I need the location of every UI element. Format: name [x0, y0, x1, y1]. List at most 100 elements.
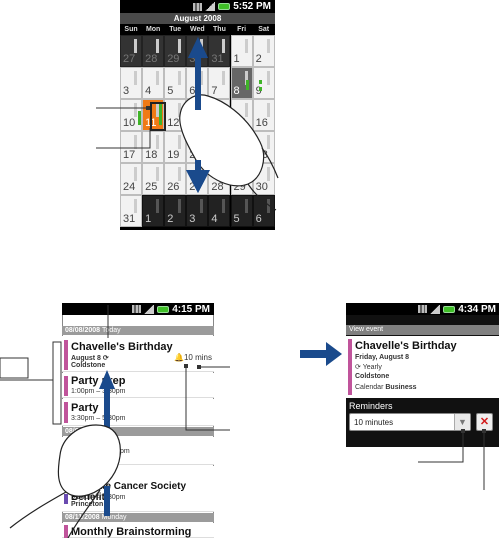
calendar-color-stripe: [64, 340, 68, 370]
reminder-indicator: 🔔10 mins: [174, 353, 212, 362]
event-time: 5:00pm – 6:30pm: [71, 494, 126, 501]
day-cell[interactable]: 28: [142, 35, 165, 67]
day-cell[interactable]: 4: [208, 195, 231, 227]
day-cell[interactable]: 27: [120, 35, 143, 67]
month-title: August 2008: [120, 13, 275, 24]
day-timeline-bar: [134, 39, 138, 53]
day-cell[interactable]: 5: [230, 195, 253, 227]
day-timeline-bar: [244, 39, 248, 53]
day-timeline-bar: [178, 199, 182, 213]
network-icon: [193, 2, 203, 11]
weekday-sat: Sat: [252, 24, 275, 35]
day-cell[interactable]: 4: [142, 67, 165, 99]
transition-arrow: [300, 342, 342, 366]
day-timeline-bar: [156, 103, 160, 117]
day-cell[interactable]: 6: [252, 195, 275, 227]
day-number: 28: [145, 53, 158, 65]
weekday-thu: Thu: [208, 24, 231, 35]
day-cell[interactable]: 7: [208, 67, 231, 99]
reminder-select[interactable]: 10 minutes ▼: [349, 413, 471, 431]
day-cell[interactable]: 5: [164, 67, 187, 99]
day-timeline-bar: [134, 103, 138, 117]
day-timeline-bar: [266, 39, 270, 53]
day-timeline-bar: [178, 167, 182, 181]
day-cell[interactable]: 31: [208, 35, 231, 67]
day-number: 27: [123, 53, 136, 65]
day-number: 4: [211, 213, 218, 225]
event-marker: [259, 80, 262, 84]
day-number: 1: [233, 53, 240, 65]
day-number: 30: [255, 181, 268, 193]
day-cell[interactable]: 24: [120, 163, 143, 195]
day-number: 7: [211, 85, 218, 97]
status-time: 4:34 PM: [458, 303, 496, 315]
event-marker: [159, 103, 162, 125]
day-number: 17: [123, 149, 136, 161]
day-number: 5: [167, 85, 174, 97]
day-cell[interactable]: 16: [252, 99, 275, 131]
day-timeline-bar: [178, 39, 182, 53]
battery-icon: [443, 305, 456, 313]
event-marker: [138, 111, 141, 125]
dropdown-arrow-icon[interactable]: ▼: [454, 414, 470, 430]
date-header: 08/11/2008 Monday: [62, 513, 214, 522]
event-date: Friday, August 8: [355, 354, 410, 361]
day-number: 16: [255, 117, 268, 129]
day-cell[interactable]: 17: [120, 131, 143, 163]
repeat-icon: ⟳: [102, 355, 109, 362]
day-cell[interactable]: 3: [186, 195, 209, 227]
day-number: 3: [189, 213, 196, 225]
day-number: 18: [145, 149, 158, 161]
day-number: 12: [167, 117, 180, 129]
day-cell[interactable]: 2: [252, 35, 275, 67]
day-number: 24: [123, 181, 136, 193]
day-timeline-bar: [200, 199, 204, 213]
day-timeline-bar: [134, 135, 138, 149]
day-timeline-bar: [134, 199, 138, 213]
day-cell[interactable]: 8: [230, 67, 253, 99]
day-cell[interactable]: 9: [252, 67, 275, 99]
day-timeline-bar: [178, 103, 182, 117]
day-number: 29: [167, 53, 180, 65]
day-cell[interactable]: 10: [120, 99, 143, 131]
day-cell[interactable]: 29: [164, 35, 187, 67]
status-bar: 5:52 PM: [120, 0, 275, 13]
list-item[interactable]: Monthly Brainstorming: [62, 523, 214, 538]
calendar-color-stripe: [64, 376, 68, 396]
day-cell[interactable]: 1: [230, 35, 253, 67]
calendar-color-stripe: [64, 402, 68, 423]
day-number: 6: [189, 85, 196, 97]
event-location: Princeton: [71, 501, 104, 508]
day-number: 10: [123, 117, 136, 129]
day-number: 26: [167, 181, 180, 193]
event-calendar: Calendar Business: [355, 384, 417, 391]
event-marker: [259, 87, 262, 91]
day-cell[interactable]: 2: [164, 195, 187, 227]
day-cell[interactable]: 26: [164, 163, 187, 195]
event-title: Monthly Brainstorming: [71, 526, 192, 538]
day-cell[interactable]: 25: [142, 163, 165, 195]
day-timeline-bar: [266, 135, 270, 149]
weekday-tue: Tue: [164, 24, 187, 35]
day-number: 1: [145, 213, 152, 225]
day-cell[interactable]: 18: [142, 131, 165, 163]
day-cell[interactable]: 1: [142, 195, 165, 227]
status-time: 5:52 PM: [233, 1, 271, 12]
day-timeline-bar: [244, 71, 248, 85]
list-item[interactable]: Chavelle's Birthday August 8 ⟳ Coldstone…: [62, 336, 214, 372]
day-number: 31: [211, 53, 224, 65]
day-timeline-bar: [266, 71, 270, 85]
day-cell[interactable]: 19: [164, 131, 187, 163]
event-location: Coldstone: [355, 373, 390, 380]
day-timeline-bar: [178, 135, 182, 149]
event-title: Chavelle's Birthday: [71, 341, 173, 353]
list-item[interactable]: Party 3:30pm – 5:30pm: [62, 399, 214, 426]
calendar-color-stripe: [348, 339, 352, 395]
day-cell[interactable]: 31: [120, 195, 143, 227]
event-marker: [246, 80, 249, 90]
day-cell[interactable]: 3: [120, 67, 143, 99]
day-number: 9: [255, 85, 262, 97]
